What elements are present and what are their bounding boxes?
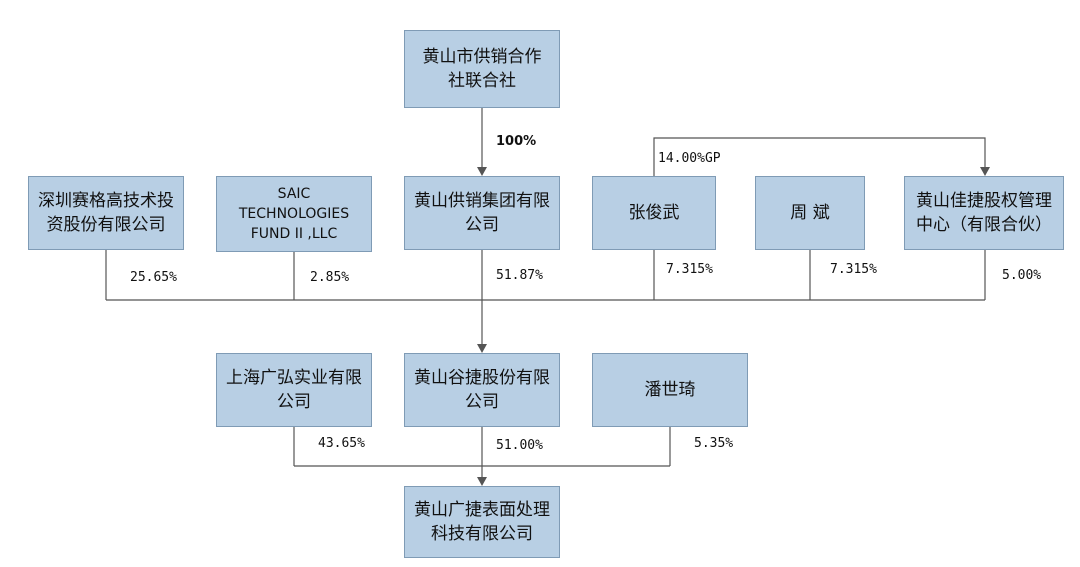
box-hs-gujie: 黄山谷捷股份有限 公司 <box>404 353 560 427</box>
arrow-to-gujie <box>477 344 487 353</box>
pct-hs-group: 51.87% <box>496 268 543 283</box>
label-zhou: 周 斌 <box>790 203 830 223</box>
box-hs-guangjie: 黄山广捷表面处理 科技有限公司 <box>404 486 560 558</box>
box-pan: 潘世琦 <box>592 353 748 427</box>
label-hs-coop: 黄山市供销合作 社联合社 <box>422 47 542 91</box>
label-sz-saige: 深圳赛格高技术投 资股份有限公司 <box>38 191 174 235</box>
box-hs-group: 黄山供销集团有限 公司 <box>404 176 560 250</box>
label-pan: 潘世琦 <box>644 380 696 400</box>
pct-zhou: 7.315% <box>830 262 877 277</box>
box-hs-jiajie: 黄山佳捷股权管理 中心（有限合伙） <box>904 176 1064 250</box>
arrow-coop-to-group <box>477 167 487 176</box>
pct-hs-gujie: 51.00% <box>496 438 543 453</box>
pct-zhang-gp: 14.00%GP <box>658 151 721 166</box>
pct-sh-guanghong: 43.65% <box>318 436 365 451</box>
arrow-to-guangjie <box>477 477 487 486</box>
box-sz-saige: 深圳赛格高技术投 资股份有限公司 <box>28 176 184 250</box>
label-hs-guangjie: 黄山广捷表面处理 科技有限公司 <box>414 500 550 544</box>
pct-saic-fund: 2.85% <box>310 270 350 285</box>
box-sh-guanghong: 上海广弘实业有限 公司 <box>216 353 372 427</box>
pct-zhang: 7.315% <box>666 262 713 277</box>
box-zhou: 周 斌 <box>755 176 865 250</box>
label-saic-fund: SAIC TECHNOLOGIES FUND II ,LLC <box>238 186 350 242</box>
line-zhang-gp-jiajie <box>653 137 986 176</box>
label-sh-guanghong: 上海广弘实业有限 公司 <box>226 368 362 412</box>
pct-pan: 5.35% <box>694 436 734 451</box>
label-hs-jiajie: 黄山佳捷股权管理 中心（有限合伙） <box>916 191 1052 235</box>
label-zhang: 张俊武 <box>628 203 680 223</box>
box-zhang: 张俊武 <box>592 176 716 250</box>
box-hs-coop: 黄山市供销合作 社联合社 <box>404 30 560 108</box>
box-saic-fund: SAIC TECHNOLOGIES FUND II ,LLC <box>216 176 372 252</box>
label-hs-gujie: 黄山谷捷股份有限 公司 <box>414 368 550 412</box>
arrow-gp-jiajie <box>980 167 990 176</box>
pct-coop-to-group: 100% <box>496 134 537 149</box>
pct-sz-saige: 25.65% <box>130 270 177 285</box>
pct-hs-jiajie: 5.00% <box>1002 268 1042 283</box>
label-hs-group: 黄山供销集团有限 公司 <box>414 191 550 235</box>
